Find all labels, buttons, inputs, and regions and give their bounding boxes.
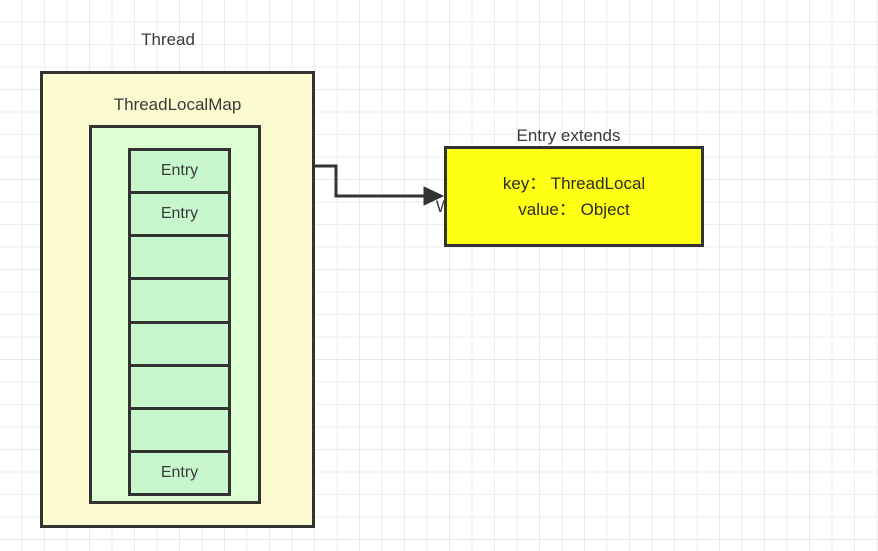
entry-cell[interactable] — [131, 409, 228, 453]
entry-cell[interactable] — [131, 366, 228, 410]
entry-cell[interactable]: Entry — [131, 194, 228, 238]
threadlocalmap-label: ThreadLocalMap — [113, 95, 242, 114]
entry-cell[interactable]: Entry — [131, 151, 228, 195]
thread-box: ThreadLocalMap Entry Entry Entry — [40, 71, 315, 528]
entry-cell[interactable]: Entry — [131, 452, 228, 496]
entry-key-line: key： ThreadLocal — [502, 174, 646, 193]
entry-cell[interactable] — [131, 237, 228, 281]
threadlocalmap-box: Entry Entry Entry — [89, 125, 261, 504]
entry-value-line: value： Object — [518, 199, 630, 219]
entry-detail-caption-line1: Entry extends — [516, 125, 621, 145]
entry-cell[interactable] — [131, 280, 228, 324]
entry-detail-box: key： ThreadLocal value： Object — [444, 146, 704, 247]
entry-stack: Entry Entry Entry — [128, 148, 231, 496]
thread-label: Thread — [141, 30, 195, 49]
entry-cell[interactable] — [131, 323, 228, 367]
